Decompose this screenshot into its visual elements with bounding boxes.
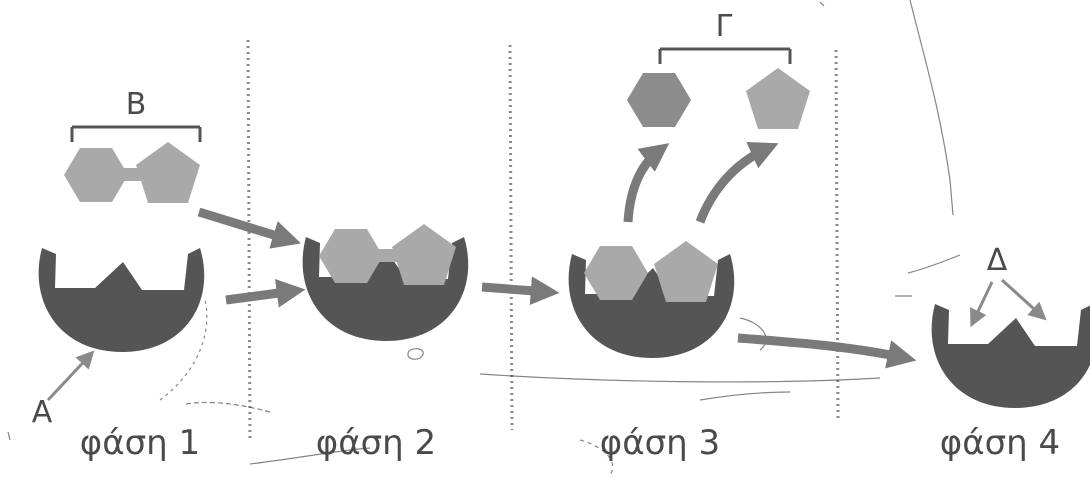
phase-label-4: φάση 4 [940,423,1060,463]
pointer-d-left [970,281,994,328]
products-bound-phase-3 [584,241,718,302]
scan-noise [7,0,961,476]
label-a: A [32,395,53,430]
phase-divider-2 [508,44,514,431]
arrow-substrate-to-phase-2 [197,207,302,249]
hexagon-shape [319,229,383,283]
phase-label-2: φάση 2 [316,423,436,463]
arrow-phase-2-to-3 [481,276,560,306]
phase-label-3: φάση 3 [600,423,720,463]
arrow-phase-3-to-4 [737,333,917,369]
enzyme-phase-2 [302,237,469,341]
phase-divider-1 [246,39,252,441]
pentagon-shape [136,142,200,203]
phase-label-1: φάση 1 [80,423,200,463]
arrow-enzyme-to-phase-2 [225,278,306,308]
label-g: Γ [716,9,733,44]
substrate-bound-phase-2 [319,224,456,285]
enzyme-phase-3 [568,254,735,358]
label-d: Δ [987,243,1008,278]
pointer-d-right [1000,278,1047,321]
enzyme-phase-1 [38,248,205,352]
arrow-release-pentagon [695,142,779,224]
pentagon-shape [392,224,456,285]
arrow-release-hexagon [623,143,670,223]
hexagon-shape [584,246,648,300]
label-b: B [126,87,147,122]
phase-divider-3 [834,49,840,421]
product-hexagon [627,73,691,127]
hexagon-shape [64,148,128,202]
pentagon-shape [654,241,718,302]
enzyme-phase-4 [931,304,1090,408]
pointer-a-arrow [46,350,95,402]
product-pentagon [746,68,810,129]
substrate-b-phase-1 [64,142,200,203]
